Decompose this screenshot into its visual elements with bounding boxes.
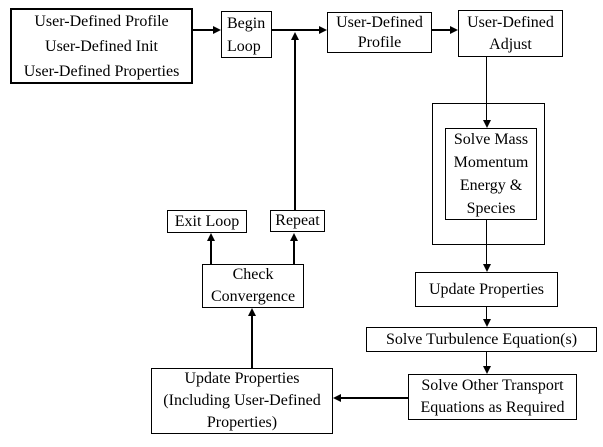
edge-update-properties-to-turbulence (485, 307, 488, 319)
node-label-line: Begin (227, 14, 266, 32)
arrowhead-up-icon (248, 308, 256, 316)
arrowhead-left-icon (333, 394, 341, 402)
node-solve-other-transport-equations: Solve Other Transport Equations as Requi… (408, 374, 577, 420)
arrowhead-down-icon (482, 120, 491, 128)
edge-begin-loop-to-profile (272, 29, 319, 31)
arrowhead-right-icon (450, 26, 458, 34)
node-label-line: Convergence (210, 288, 296, 305)
edge-transport-to-update-udf (341, 397, 408, 399)
node-label-line: Profile (357, 33, 402, 51)
node-label-line: User-Defined Init (45, 37, 158, 55)
node-solve-turbulence-equations: Solve Turbulence Equation(s) (366, 327, 597, 352)
edge-check-to-repeat (293, 241, 295, 264)
node-label-line: Update Properties (184, 370, 300, 387)
edge-init-to-begin-loop (193, 29, 213, 31)
arrowhead-down-icon (482, 366, 491, 374)
node-label-line: User-Defined (467, 13, 554, 31)
node-label-line: Species (466, 200, 516, 217)
node-label-line: Energy & (459, 177, 523, 194)
arrowhead-right-icon (319, 26, 327, 34)
node-label-line: Repeat (275, 212, 320, 229)
edge-check-to-exit (210, 241, 212, 264)
node-user-defined-profile: User-Defined Profile (327, 12, 432, 53)
node-label-line: Equations as Required (420, 399, 565, 416)
node-repeat: Repeat (270, 210, 325, 232)
arrowhead-up-icon (290, 233, 298, 241)
node-begin-loop: Begin Loop (221, 11, 272, 58)
edge-profile-to-adjust (432, 29, 450, 31)
node-label-line: Update Properties (428, 280, 545, 298)
node-label-line: Properties) (206, 414, 278, 431)
node-exit-loop: Exit Loop (167, 210, 247, 233)
node-check-convergence: Check Convergence (202, 264, 304, 308)
edge-solve-mass-to-update-properties (485, 220, 488, 264)
arrowhead-up-icon (291, 31, 299, 40)
node-label-line: Solve Turbulence Equation(s) (385, 330, 578, 348)
node-update-properties-user-defined: Update Properties (Including User-Define… (151, 368, 333, 434)
arrowhead-right-icon (213, 26, 221, 34)
node-label-line: (Including User-Defined (163, 392, 321, 409)
node-label-line: Adjust (489, 35, 532, 53)
edge-repeat-to-loop (294, 39, 296, 210)
arrowhead-up-icon (207, 233, 215, 241)
node-label-line: Check (232, 266, 274, 283)
node-label-line: User-Defined Profile (34, 12, 169, 30)
node-label-line: Momentum (453, 154, 529, 171)
node-label-line: Solve Mass (453, 131, 529, 148)
arrowhead-down-icon (482, 319, 491, 327)
edge-update-udf-to-check (251, 316, 253, 368)
node-label-line: User-Defined (336, 13, 423, 31)
node-user-defined-adjust: User-Defined Adjust (458, 10, 563, 57)
node-solve-mass-momentum-energy-species: Solve Mass Momentum Energy & Species (445, 128, 537, 220)
arrowhead-down-icon (482, 264, 491, 272)
node-label-line: User-Defined Properties (23, 62, 180, 80)
node-update-properties: Update Properties (415, 272, 558, 307)
edge-adjust-to-solve-mass (485, 57, 488, 120)
node-user-defined-init: User-Defined Profile User-Defined Init U… (10, 8, 193, 84)
node-label-line: Loop (227, 37, 261, 55)
node-label-line: Exit Loop (174, 212, 240, 230)
node-label-line: Solve Other Transport (421, 377, 564, 394)
edge-turbulence-to-transport (485, 352, 488, 366)
